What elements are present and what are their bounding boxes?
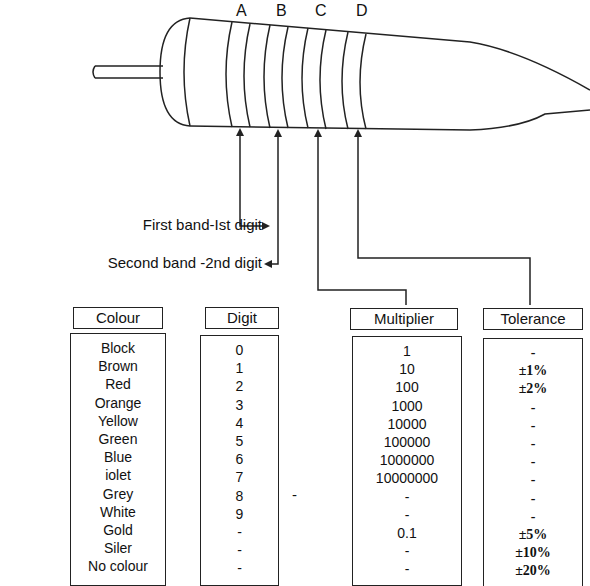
band-letter: A	[236, 2, 247, 20]
band-label: First band-Ist digit	[143, 216, 262, 234]
table-cell: 6	[205, 450, 274, 468]
table-cell: ±2%	[488, 380, 578, 398]
table-cell: -	[488, 417, 578, 435]
resistor-body	[190, 18, 590, 90]
table-cell: 1	[357, 342, 457, 360]
arrow-head	[274, 129, 282, 137]
table-cell: 0	[205, 341, 274, 359]
table-cell: 1	[205, 359, 274, 377]
table-cell: 4	[205, 414, 274, 432]
table-cell: -	[488, 344, 578, 362]
table-cell: Yellow	[75, 412, 161, 430]
table-cell: 9	[205, 505, 274, 523]
table-cell: 7	[205, 468, 274, 486]
colour-band	[264, 25, 288, 128]
table-cell: -	[488, 508, 578, 526]
table-cell: ±20%	[488, 562, 578, 580]
leader-line	[318, 131, 406, 305]
table-cell: 2	[205, 377, 274, 395]
colour-band	[302, 28, 326, 129]
table-cell: -	[292, 486, 297, 504]
table-column: -±1%±2%-------±5%±10%±20%	[483, 338, 583, 586]
colour-band	[226, 22, 250, 127]
table-cell: -	[488, 435, 578, 453]
table-column: 110100100010000100000100000010000000--0.…	[352, 336, 462, 586]
leader-line	[358, 131, 530, 305]
band-letter: B	[276, 2, 287, 20]
table-cell: 1000	[357, 397, 457, 415]
arrow-head	[236, 128, 244, 136]
table-cell: Green	[75, 430, 161, 448]
resistor-lead	[93, 66, 163, 78]
table-cell: 1000000	[357, 451, 457, 469]
arrow-head	[354, 129, 362, 137]
header-text: Multiplier	[355, 310, 453, 328]
header-text: Digit	[210, 309, 274, 327]
arrow-head	[264, 260, 272, 268]
table-cell: 100	[357, 378, 457, 396]
band-label: Second band -2nd digit	[108, 254, 262, 272]
table-cell: -	[488, 399, 578, 417]
table-cell: 10	[357, 360, 457, 378]
table-cell: 0.1	[357, 524, 457, 542]
table-cell: Grey	[75, 485, 161, 503]
table-cell: 10000	[357, 415, 457, 433]
table-cell: -	[205, 541, 274, 559]
table-cell: -	[488, 471, 578, 489]
table-cell: Brown	[75, 357, 161, 375]
table-cell: No colour	[75, 557, 161, 575]
table-cell: -	[488, 453, 578, 471]
arrow-head	[314, 129, 322, 137]
table-cell: -	[357, 506, 457, 524]
table-cell: -	[488, 490, 578, 508]
table-cell: 10000000	[357, 469, 457, 487]
header-text: Colour	[78, 309, 158, 327]
table-cell: ±5%	[488, 526, 578, 544]
table-cell: -	[205, 559, 274, 577]
table-column: 0123456789---	[200, 335, 279, 586]
table-cell: 3	[205, 396, 274, 414]
column-header: Colour	[73, 307, 163, 329]
table-cell: iolet	[75, 466, 161, 484]
table-cell: 8	[205, 487, 274, 505]
header-text: Tolerance	[488, 310, 578, 328]
table-cell: 100000	[357, 433, 457, 451]
table-cell: White	[75, 503, 161, 521]
table-cell: Block	[75, 339, 161, 357]
table-cell: Red	[75, 375, 161, 393]
table-cell: -	[357, 560, 457, 578]
column-header: Digit	[205, 307, 279, 329]
table-cell: Orange	[75, 394, 161, 412]
band-letter: D	[356, 2, 368, 20]
resistor-cap	[160, 18, 190, 126]
table-cell: 5	[205, 432, 274, 450]
table-cell: -	[357, 542, 457, 560]
column-header: Multiplier	[350, 308, 458, 330]
leader-line	[268, 131, 278, 264]
arrow-head	[262, 222, 270, 230]
table-cell: Gold	[75, 521, 161, 539]
table-cell: ±1%	[488, 362, 578, 380]
table-cell: Siler	[75, 539, 161, 557]
resistor-cap	[184, 18, 190, 126]
leader-line	[240, 130, 266, 226]
band-letter: C	[315, 2, 327, 20]
table-cell: -	[205, 523, 274, 541]
table-cell: Blue	[75, 448, 161, 466]
table-column: BlockBrownRedOrangeYellowGreenBlueioletG…	[70, 333, 166, 586]
colour-band	[342, 32, 366, 129]
table-cell: ±10%	[488, 544, 578, 562]
table-cell: -	[357, 488, 457, 506]
column-header: Tolerance	[483, 308, 583, 330]
